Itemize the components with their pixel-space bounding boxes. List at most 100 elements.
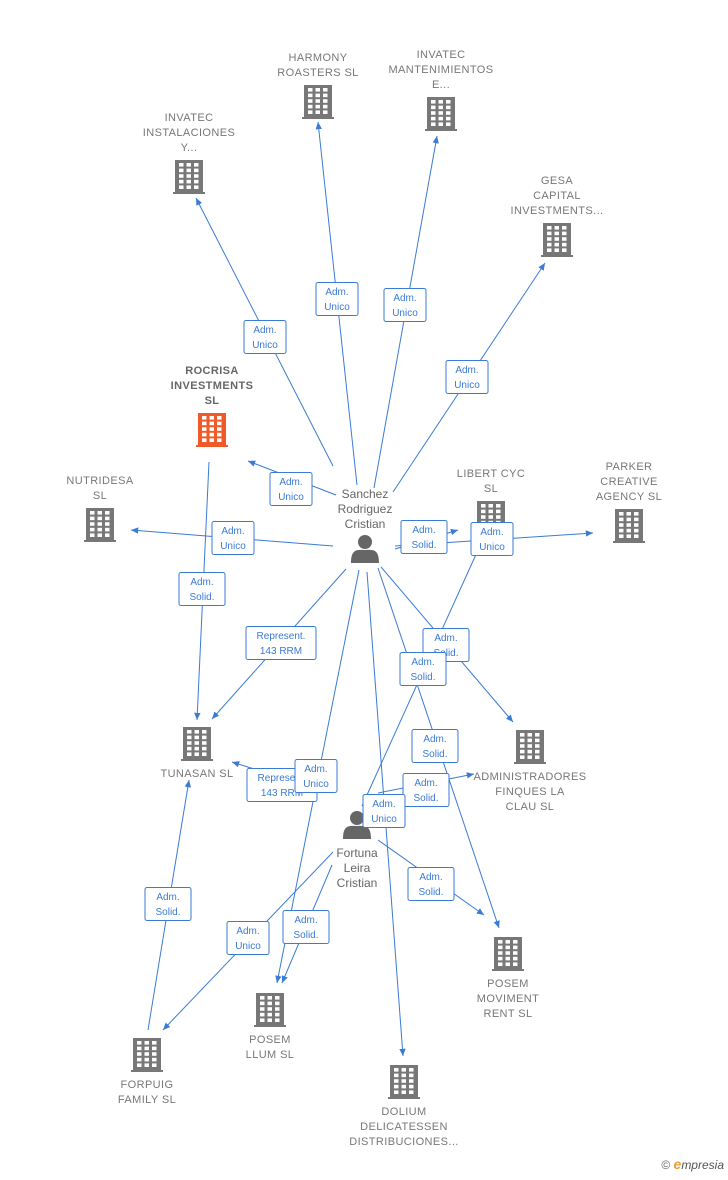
node-label-line: INVATEC	[417, 49, 466, 61]
building-icon	[425, 97, 457, 131]
edge-label-line: Unico	[220, 541, 246, 552]
node-label-line: Cristian	[337, 876, 378, 890]
edge-label-box	[402, 773, 450, 807]
edge-label-box	[211, 521, 255, 555]
node-label-line: INVESTMENTS...	[511, 205, 604, 217]
edge-label[interactable]: Adm.Solid.	[282, 910, 330, 944]
edge-label[interactable]: Adm.Unico	[383, 288, 427, 322]
edge-label-line: Adm.	[411, 657, 434, 668]
edge-label[interactable]: Represent. 143 RRM	[245, 626, 317, 660]
edge-label-line: Represent.	[258, 773, 307, 784]
building-icon	[84, 508, 116, 542]
brand-initial: e	[673, 1156, 682, 1172]
edge-label[interactable]: Adm. Unico	[211, 521, 255, 555]
edge-label[interactable]: Adm.Solid.	[399, 652, 447, 686]
edge-label-line: Unico	[252, 340, 278, 351]
edge-label[interactable]: Adm.Unico	[315, 282, 359, 316]
edge-label[interactable]: Adm.Solid.	[144, 887, 192, 921]
node-label-line: Cristian	[345, 517, 386, 531]
node-label-line: MANTENIMIENTOS	[388, 64, 493, 76]
building-icon	[254, 993, 286, 1027]
edge-label-box	[407, 867, 455, 901]
edge-label[interactable]: Adm.Solid.	[411, 729, 459, 763]
edge-label[interactable]: Adm.Unico	[243, 320, 287, 354]
edge-label-line: 143 RRM	[260, 646, 302, 657]
edge-label-line: Adm.	[325, 287, 348, 298]
edge-label[interactable]: Adm.Solid.	[407, 867, 455, 901]
building-icon	[514, 730, 546, 764]
edge-label-box	[178, 572, 226, 606]
edge-label[interactable]: Adm.Unico	[226, 921, 270, 955]
node-label-line: Sanchez	[342, 487, 389, 501]
company-node-tunasan[interactable]: TUNASAN SL	[160, 727, 233, 780]
edge-label-box	[445, 360, 489, 394]
node-label-line: TUNASAN SL	[160, 768, 233, 780]
node-label-line: LIBERT CYC	[457, 468, 525, 480]
building-icon	[388, 1065, 420, 1099]
copyright-symbol: ©	[661, 1158, 671, 1172]
edge-label-line: Adm.	[304, 764, 327, 775]
node-label-line: SL	[205, 395, 220, 407]
building-icon	[181, 727, 213, 761]
edge-label[interactable]: Adm.Unico	[470, 522, 514, 556]
edge-label[interactable]: Adm.Unico	[445, 360, 489, 394]
node-label-line: FINQUES LA	[495, 786, 565, 798]
building-icon	[131, 1038, 163, 1072]
edge-label[interactable]: Adm.Solid.	[402, 773, 450, 807]
company-node-dolium[interactable]: DOLIUMDELICATESSENDISTRIBUCIONES...	[349, 1065, 458, 1148]
node-label-line: SL	[93, 490, 107, 502]
building-icon	[173, 160, 205, 194]
company-node-gesa[interactable]: GESACAPITALINVESTMENTS...	[511, 175, 604, 257]
edge-labels-layer: Adm.UnicoAdm.UnicoAdm.UnicoAdm.UnicoAdm.…	[144, 282, 514, 955]
company-node-mantenimientos[interactable]: INVATECMANTENIMIENTOSE...	[388, 49, 493, 131]
empresia-watermark: © empresia	[661, 1156, 724, 1172]
edge-label-line: Adm.	[236, 926, 259, 937]
building-icon	[302, 85, 334, 119]
node-label-line: POSEM	[249, 1034, 291, 1046]
edge-label-box	[411, 729, 459, 763]
edge-label[interactable]: Adm. Unico	[362, 794, 406, 828]
node-label-line: INVATEC	[165, 112, 214, 124]
edge-label-line: Unico	[371, 814, 397, 825]
edge-label-line: Adm.	[221, 526, 244, 537]
edge-label-line: Adm.	[414, 778, 437, 789]
node-label-line: Y...	[181, 142, 198, 154]
edge-label-box	[362, 794, 406, 828]
edge-label-line: Represent.	[257, 631, 306, 642]
node-label-line: INSTALACIONES	[143, 127, 235, 139]
edge-label-line: Unico	[278, 492, 304, 503]
node-label-line: ROCRISA	[185, 365, 239, 377]
node-label-line: ROASTERS SL	[277, 67, 358, 79]
company-node-posem_llum[interactable]: POSEM LLUM SL	[246, 993, 295, 1061]
node-label-line: CREATIVE	[600, 476, 657, 488]
building-icon	[541, 223, 573, 257]
company-node-rocrisa[interactable]: ROCRISA INVESTMENTS SL	[171, 365, 254, 447]
edge-label[interactable]: Adm. Unico	[269, 472, 313, 506]
brand-rest: mpresia	[681, 1158, 724, 1172]
edge-label-line: Adm.	[393, 293, 416, 304]
company-node-instalaciones[interactable]: INVATEC INSTALACIONES Y...	[143, 112, 235, 194]
edge-label[interactable]: Adm.Solid.	[178, 572, 226, 606]
node-label-line: LLUM SL	[246, 1049, 295, 1061]
edge-label-line: Adm.	[480, 527, 503, 538]
node-label-line: FORPUIG	[121, 1079, 174, 1091]
node-label-line: CAPITAL	[533, 190, 581, 202]
edge-label-box	[226, 921, 270, 955]
edge-label-line: Adm.	[372, 799, 395, 810]
edge-label-line: Unico	[454, 380, 480, 391]
node-label-line: MOVIMENT	[477, 993, 539, 1005]
edge-label-line: Adm.	[279, 477, 302, 488]
edge-label[interactable]: Adm.Solid.	[400, 520, 448, 554]
node-label-line: INVESTMENTS	[171, 380, 254, 392]
edge-label[interactable]: Adm.Unico	[294, 759, 338, 793]
node-label-line: Rodriguez	[338, 502, 393, 516]
